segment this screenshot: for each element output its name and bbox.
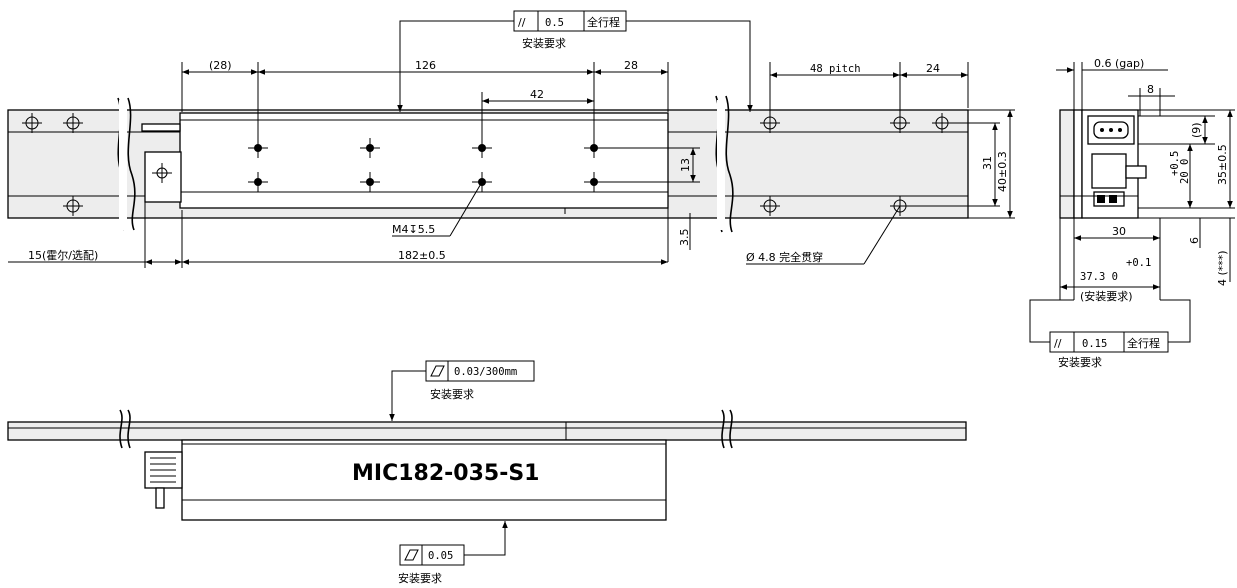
rail-left-segment [7,109,127,219]
model-label: MIC182-035-S1 [352,461,539,486]
dim-24: 24 [926,62,940,75]
dim-9: (9) [1190,122,1203,138]
front-rail [7,421,967,441]
dim-37-tol: +0.1 [1126,257,1151,269]
install-note-side: 安装要求 [1058,355,1102,369]
parallelism-value: 0.5 [545,17,564,29]
dim-6: 6 [1188,237,1201,244]
front-view: MIC182-035-S1 0.03/300mm 安装要求 0.05 安装要求 [7,360,967,585]
dim-13: 13 [679,158,692,172]
dim-4: 4 (***) [1216,250,1229,286]
dim-20-tol: +0.5 [1169,151,1181,176]
install-note-paren: (安装要求) [1080,289,1133,303]
dim-42: 42 [530,88,544,101]
dim-3-5: 3.5 [678,229,691,247]
rail-right-segment [719,109,969,219]
flatness-callout-bottom: 0.05 安装要求 [398,521,508,585]
top-view: // 0.5 全行程 安装要求 (28) 126 28 42 [7,10,1015,268]
dim-126: 126 [415,59,436,72]
parallelism-scope: 全行程 [587,15,620,29]
dim-48-pitch: 48 pitch [810,63,861,75]
flatness-callout-top: 0.03/300mm 安装要求 [389,360,535,421]
dim-31: 31 [981,156,994,170]
parallelism-value-side: 0.15 [1082,338,1107,350]
side-rail-profile [1059,109,1075,219]
flatness-value-bottom: 0.05 [428,550,453,562]
rail-mounting-holes [22,113,952,216]
hole-note: Ø 4.8 完全贯穿 [746,250,823,264]
dim-28: 28 [624,59,638,72]
front-carriage [181,439,667,521]
thread-note: M4↧5.5 [392,223,435,236]
parallelism-symbol-side: // [1054,337,1062,350]
install-note-front-bottom: 安装要求 [398,571,442,585]
top-dimensions: (28) 126 28 42 48 pitch 24 31 40±0.3 [8,59,1015,268]
parallelism-symbol: // [518,16,526,29]
parallelism-scope-side: 全行程 [1127,336,1160,350]
dim-35: 35±0.5 [1216,144,1229,185]
install-note-top: 安装要求 [522,36,566,50]
dim-28-paren: (28) [209,59,232,72]
dim-15-hall: 15(霍尔/选配) [28,249,98,262]
parallelism-callout-side: // 0.15 全行程 安装要求 [1029,299,1191,369]
dim-37: 37.3 0 [1080,271,1118,283]
carriage-threaded-holes [248,138,604,192]
hall-sensor-bracket [144,151,182,203]
flatness-value-top: 0.03/300mm [454,366,517,378]
dim-40: 40±0.3 [996,151,1009,192]
install-note-front-top: 安装要求 [430,387,474,401]
dim-182: 182±0.5 [398,249,446,262]
side-view: 0.6 (gap) 8 (9) +0.5 20 0 35±0.5 6 4 (**… [1029,57,1235,369]
gap-note: 0.6 (gap) [1094,57,1144,70]
dim-20: 20 0 [1179,159,1191,184]
parallelism-callout-top: // 0.5 全行程 安装要求 [397,10,753,112]
dim-30: 30 [1112,225,1126,238]
carriage-body [179,112,669,209]
dim-8: 8 [1147,83,1154,96]
